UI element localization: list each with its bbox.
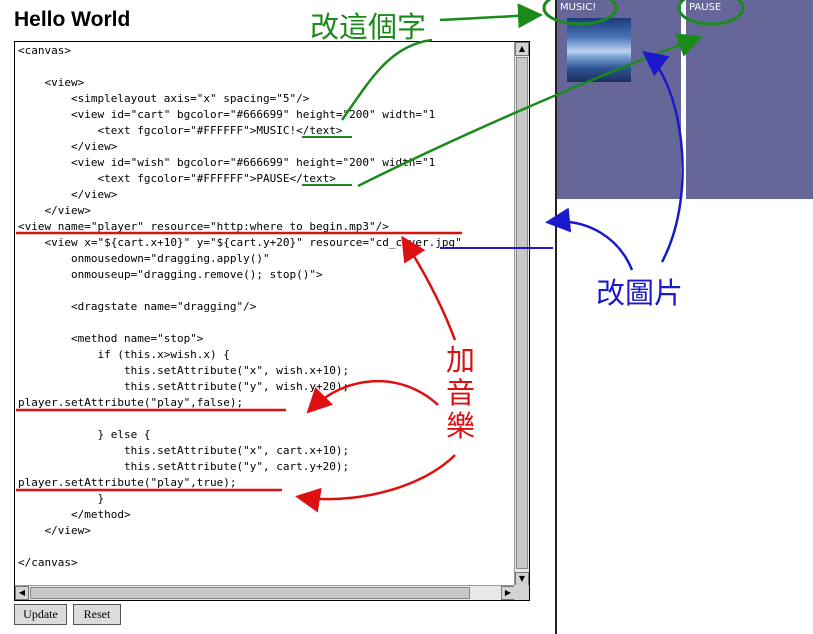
pause-label-highlight	[677, 0, 745, 26]
code-line: <canvas>	[18, 44, 71, 57]
code-line: </canvas>	[18, 556, 78, 569]
code-line: this.setAttribute("y", cart.y+20);	[18, 460, 350, 473]
scroll-up-icon[interactable]: ▲	[515, 42, 529, 56]
code-line: player.setAttribute("play",false);	[18, 396, 244, 409]
annotation-add-music-char: 加	[446, 343, 476, 377]
page-title: Hello World	[14, 8, 131, 31]
horizontal-scroll-thumb[interactable]	[30, 587, 470, 599]
code-line: </method>	[18, 508, 131, 521]
code-editor[interactable]: <canvas> <view> <simplelayout axis="x" s…	[14, 41, 530, 601]
annotation-add-music: 加 音 樂	[446, 344, 475, 443]
code-line: <view id="cart" bgcolor="#666699" height…	[18, 108, 436, 121]
arrow-to-play-true	[295, 454, 456, 513]
reset-button[interactable]: Reset	[73, 604, 121, 625]
code-line: <text fgcolor="#FFFFFF">PAUSE</text>	[18, 172, 336, 185]
annotation-change-text: 改這個字	[310, 10, 427, 44]
code-line: </view>	[18, 140, 118, 153]
code-line: this.setAttribute("x", wish.x+10);	[18, 364, 350, 377]
annotation-add-music-char: 樂	[446, 409, 476, 443]
vertical-scroll-thumb[interactable]	[516, 57, 528, 569]
code-line: <text fgcolor="#FFFFFF">MUSIC!</text>	[18, 124, 343, 137]
arrow-to-player-line	[401, 235, 457, 341]
arrow-to-cd-cover	[642, 50, 684, 263]
music-label-highlight	[542, 0, 618, 26]
code-line: onmouseup="dragging.remove(); stop()">	[18, 268, 323, 281]
vertical-scrollbar[interactable]: ▲ ▼	[514, 42, 529, 586]
code-line: <simplelayout axis="x" spacing="5"/>	[18, 92, 310, 105]
arrow-to-play-false	[306, 379, 439, 414]
arrow-to-music-label	[439, 3, 543, 29]
arrow-to-resource	[545, 207, 634, 271]
wish-label: PAUSE	[689, 2, 722, 13]
scroll-left-icon[interactable]: ◀	[15, 586, 29, 600]
code-line: </view>	[18, 188, 118, 201]
code-line: if (this.x>wish.x) {	[18, 348, 230, 361]
code-line: this.setAttribute("x", cart.x+10);	[18, 444, 350, 457]
arrow-to-text-label	[340, 38, 433, 121]
cart-label: MUSIC!	[560, 2, 597, 13]
annotation-change-image: 改圖片	[596, 276, 684, 310]
horizontal-scrollbar[interactable]: ◀ ▶	[15, 585, 515, 600]
code-line: } else {	[18, 428, 151, 441]
code-line: </view>	[18, 204, 91, 217]
code-line: <view>	[18, 76, 85, 89]
wish-view[interactable]: PAUSE	[686, 0, 813, 199]
code-line: <method name="stop">	[18, 332, 204, 345]
code-line: <view name="player" resource="http:where…	[18, 220, 389, 233]
code-line: </view>	[18, 524, 91, 537]
arrow-to-pause-label	[357, 33, 703, 188]
annotation-add-music-char: 音	[446, 376, 476, 410]
code-line: player.setAttribute("play",true);	[18, 476, 237, 489]
scrollbar-corner	[514, 585, 529, 600]
update-button[interactable]: Update	[14, 604, 67, 625]
code-line: <dragstate name="dragging"/>	[18, 300, 257, 313]
code-line: onmousedown="dragging.apply()"	[18, 252, 270, 265]
pane-divider	[555, 0, 557, 634]
code-text-area[interactable]: <canvas> <view> <simplelayout axis="x" s…	[16, 43, 516, 586]
code-line: <view id="wish" bgcolor="#666699" height…	[18, 156, 436, 169]
code-line: }	[18, 492, 105, 505]
cd-cover-image[interactable]	[567, 18, 631, 82]
